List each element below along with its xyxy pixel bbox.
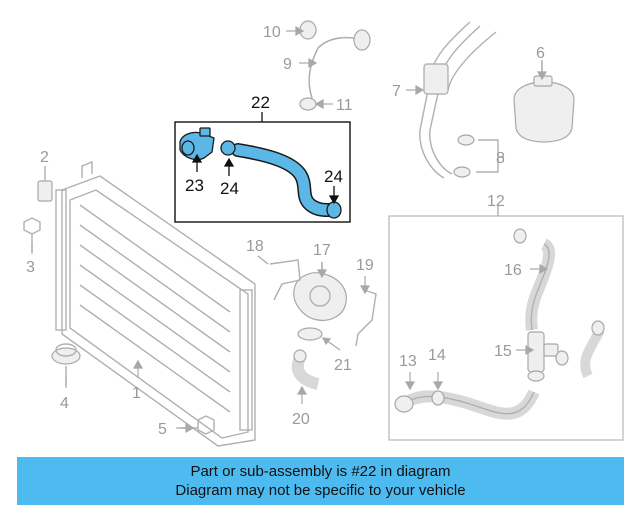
callout-12: 12: [487, 193, 505, 210]
hose-part-16: [513, 228, 555, 331]
callout-6: 6: [536, 45, 545, 62]
callout-8: 8: [496, 150, 505, 167]
callout-1: 1: [132, 385, 141, 402]
pipes-part-7: [419, 21, 497, 179]
callout-3: 3: [26, 259, 35, 276]
callout-24-left: 24: [220, 179, 239, 198]
fittings-part-8: [453, 134, 504, 178]
blue-hose-assembly: [179, 127, 342, 219]
bracket-part-18: [269, 259, 301, 301]
callout-4: 4: [60, 395, 69, 412]
bracket-part-2: [37, 166, 53, 202]
radiator: [55, 160, 256, 447]
hose-right: [580, 327, 605, 379]
grommet-part-4: [51, 343, 81, 386]
callout-13: 13: [399, 353, 417, 370]
callout-11: 11: [336, 97, 353, 114]
callout-10: 10: [263, 24, 281, 41]
callout-14: 14: [428, 347, 446, 364]
highlight-arrows: [191, 153, 340, 205]
hose-lower-13: [394, 389, 540, 420]
expansion-tank-part-6: [513, 60, 575, 143]
gray-arrows: [31, 25, 549, 434]
hose-right-end: [591, 320, 605, 336]
callout-22: 22: [251, 93, 270, 112]
callout-21: 21: [334, 357, 352, 374]
callout-16: 16: [504, 262, 522, 279]
clamp-part-14: [431, 390, 445, 406]
banner-line-2: Diagram may not be specific to your vehi…: [175, 482, 466, 499]
callout-23: 23: [185, 176, 204, 195]
callout-5: 5: [158, 421, 167, 438]
hose-part-9: [308, 29, 371, 99]
callout-17: 17: [313, 242, 331, 259]
banner-line-1: Part or sub-assembly is #22 in diagram: [190, 463, 451, 480]
callout-7: 7: [392, 83, 401, 100]
subassembly-box-12: [388, 215, 624, 441]
tee-part-15: [527, 331, 569, 382]
callout-24-right: 24: [324, 167, 343, 186]
hose-part-20-end: [293, 349, 307, 363]
callout-18: 18: [246, 238, 264, 255]
bracket-part-19: [355, 289, 377, 347]
callout-19: 19: [356, 257, 374, 274]
callout-20: 20: [292, 411, 310, 428]
gasket-part-21: [297, 327, 323, 341]
info-banner: Part or sub-assembly is #22 in diagram D…: [17, 457, 624, 505]
callout-9: 9: [283, 56, 292, 73]
clamp-part-11: [299, 97, 317, 111]
callout-2: 2: [40, 149, 49, 166]
callout-15: 15: [494, 343, 512, 360]
